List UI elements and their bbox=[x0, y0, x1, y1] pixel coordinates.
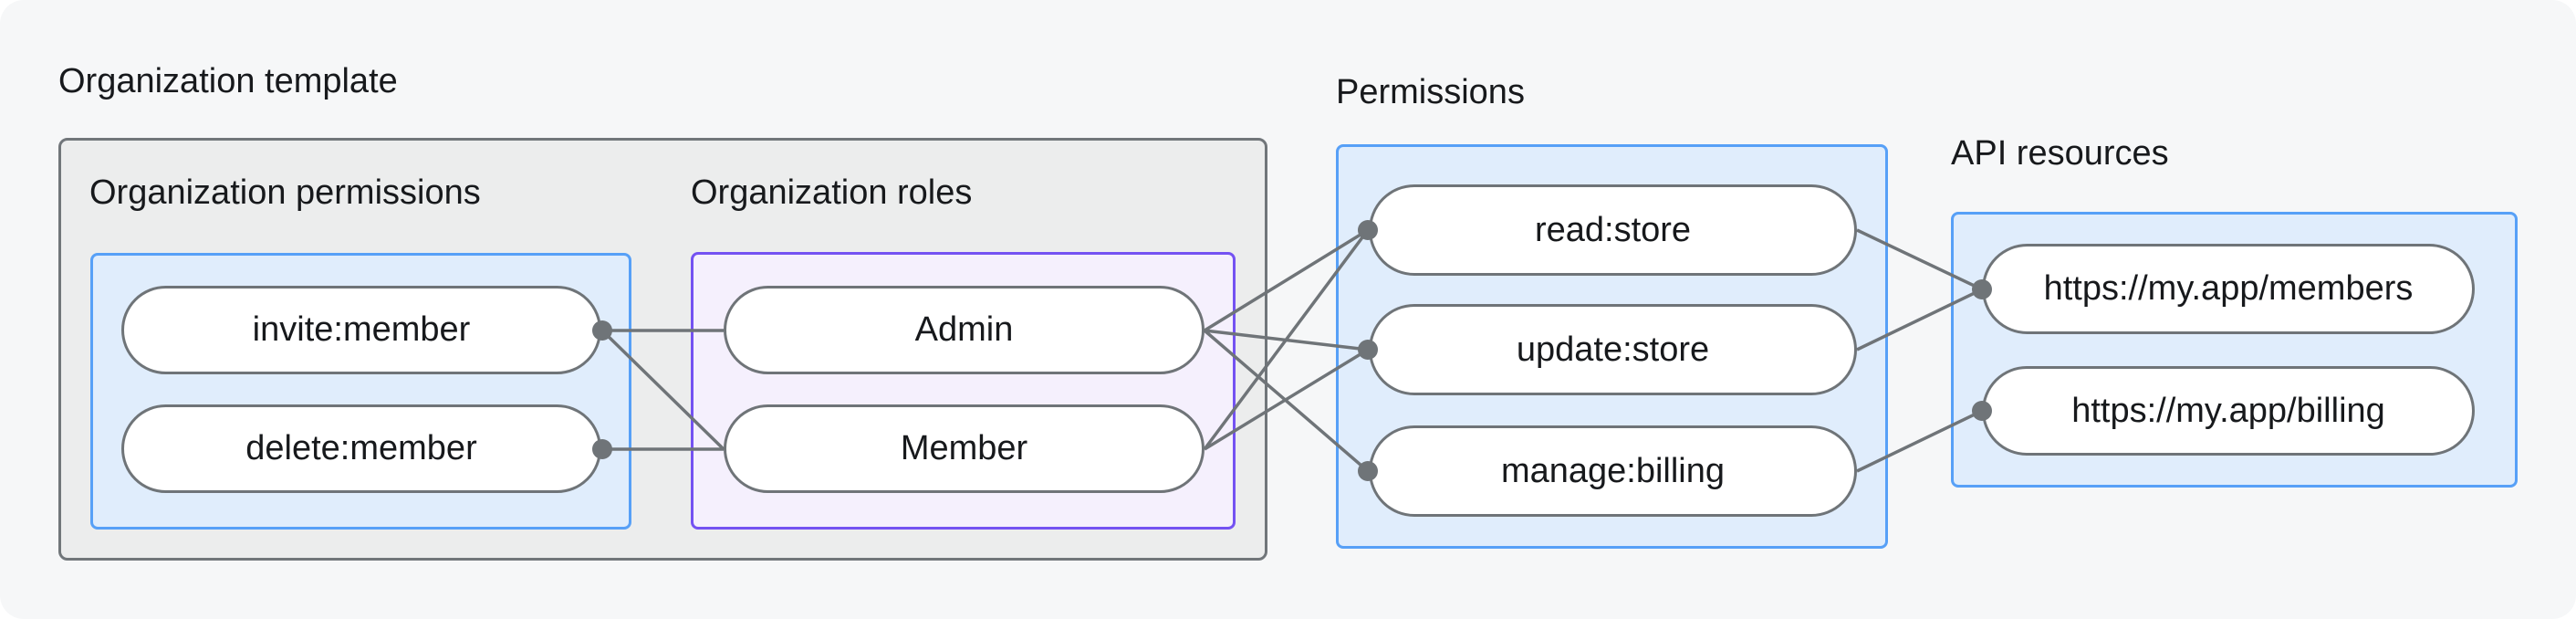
permissions-heading: Permissions bbox=[1336, 73, 1525, 111]
api-resources-heading: API resources bbox=[1951, 134, 2169, 173]
node-read-store: read:store bbox=[1369, 184, 1857, 276]
node-invite-member: invite:member bbox=[121, 286, 601, 374]
org-roles-heading: Organization roles bbox=[691, 173, 973, 212]
node-member: Member bbox=[724, 404, 1205, 493]
org-permissions-heading: Organization permissions bbox=[89, 173, 481, 212]
node-delete-member: delete:member bbox=[121, 404, 601, 493]
node-update-store: update:store bbox=[1369, 304, 1857, 395]
node-manage-billing: manage:billing bbox=[1369, 425, 1857, 517]
org-template-title: Organization template bbox=[58, 62, 398, 100]
node-admin: Admin bbox=[724, 286, 1205, 374]
node-my-app-billing: https://my.app/billing bbox=[1982, 366, 2475, 456]
node-my-app-members: https://my.app/members bbox=[1982, 244, 2475, 334]
